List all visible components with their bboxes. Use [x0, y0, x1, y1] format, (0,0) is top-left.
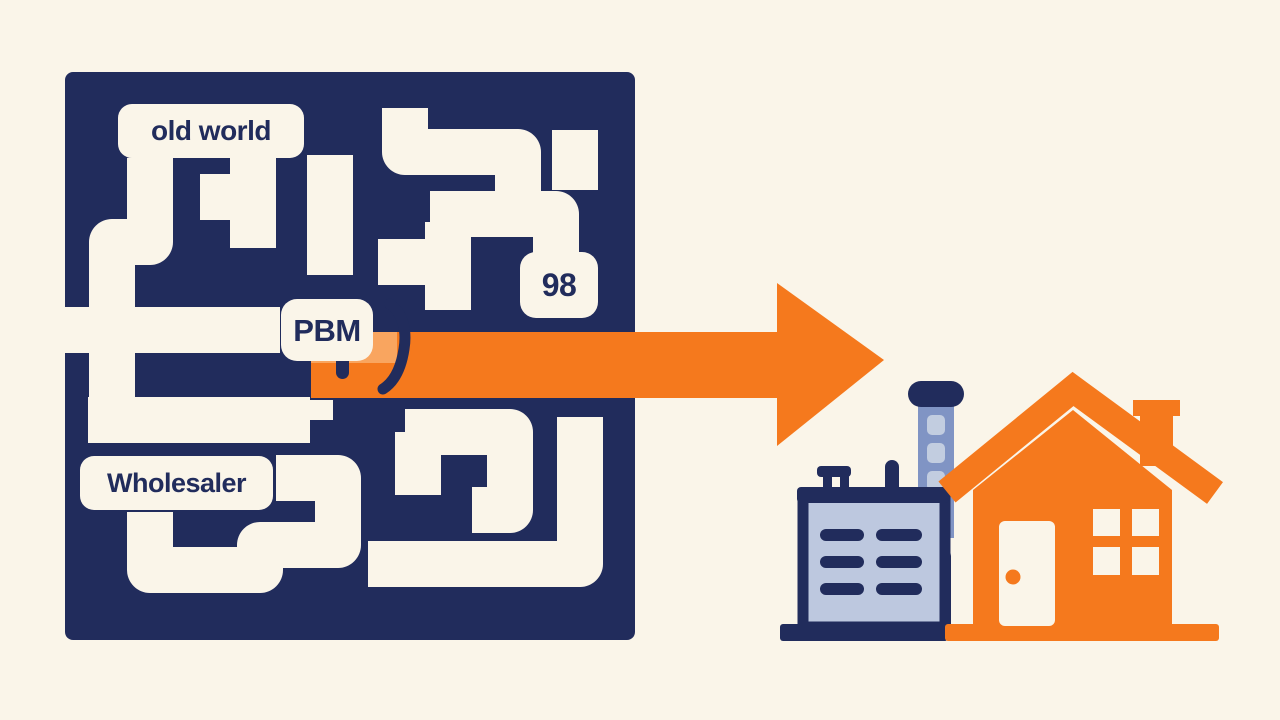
number-98-label: 98: [520, 252, 598, 318]
pbm-label: PBM: [281, 299, 373, 361]
factory-icon: [780, 381, 964, 641]
house-icon: [938, 371, 1223, 641]
old-world-label: old world: [118, 104, 304, 158]
wholesaler-label: Wholesaler: [80, 456, 273, 510]
